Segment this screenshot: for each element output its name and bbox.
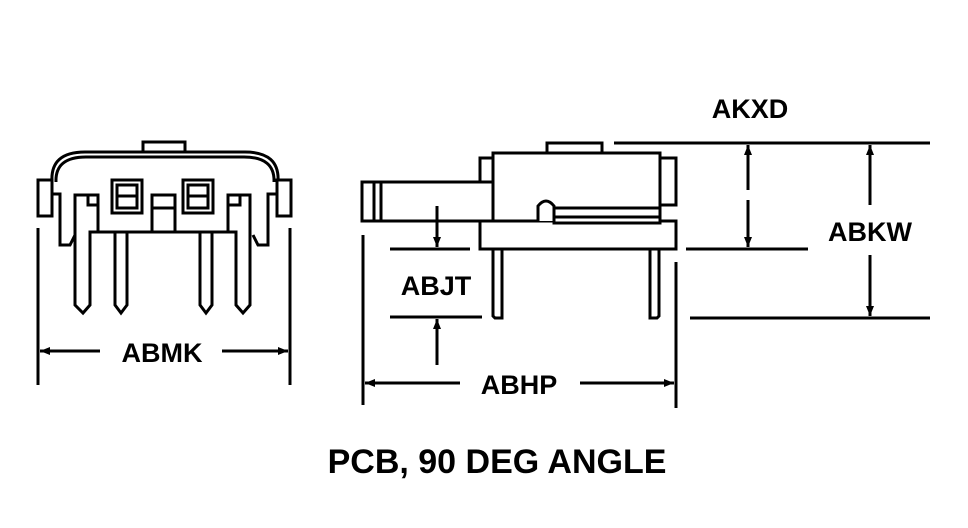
dimension-abjt: ABJT [390,206,482,365]
caption: PCB, 90 DEG ANGLE [328,443,667,481]
dimension-abhp: ABHP [361,235,678,408]
side-view [360,141,930,320]
label-akxd: AKXD [712,94,789,124]
dimension-akxd: AKXD [686,94,808,251]
label-abhp: ABHP [481,370,558,400]
label-abkw: ABKW [828,217,912,247]
front-view [36,140,293,316]
dimension-abkw: ABKW [690,145,930,320]
label-abmk: ABMK [122,338,203,368]
label-abjt: ABJT [401,271,472,301]
dimension-abmk: ABMK [36,228,292,385]
